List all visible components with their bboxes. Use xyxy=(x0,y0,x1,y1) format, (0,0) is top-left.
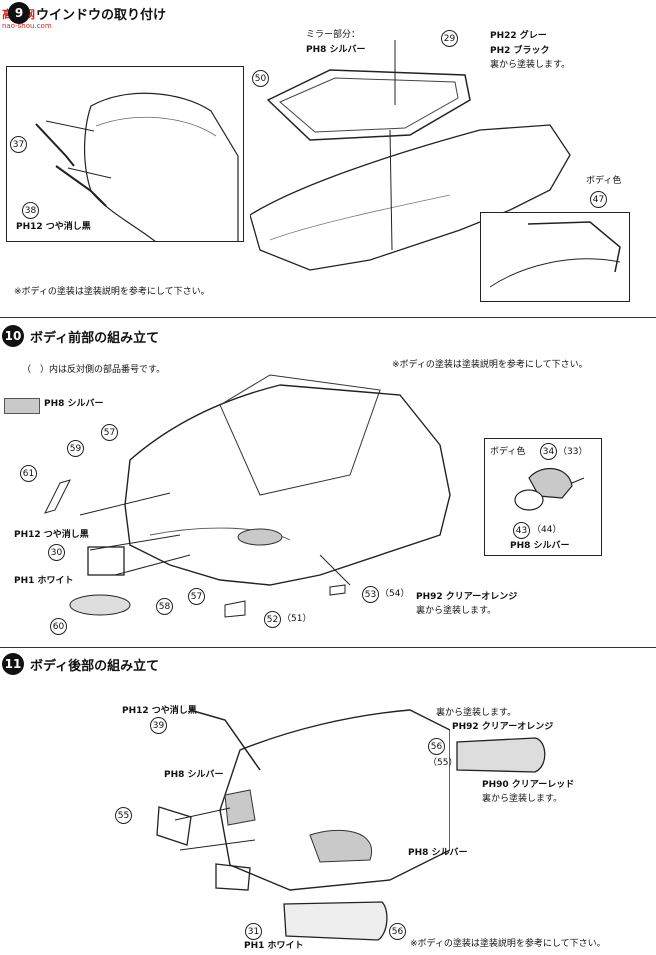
spoiler-drawing xyxy=(489,221,621,288)
part-57b: 57 xyxy=(188,588,205,605)
hood-drawing xyxy=(35,92,239,242)
part-61: 61 xyxy=(20,465,37,482)
step-11-header: 11 ボディ後部の組み立て xyxy=(2,653,159,675)
part-56b-drawing xyxy=(283,901,388,941)
part-47-paint: ボディ色 xyxy=(586,176,622,186)
step-9-header: 9 ウインドウの取り付け xyxy=(8,2,166,24)
part-58: 58 xyxy=(156,598,173,615)
part-59: 59 xyxy=(67,440,84,457)
part-56: 56 xyxy=(428,738,445,755)
rear-car-drawing xyxy=(174,709,450,891)
silver-swatch xyxy=(4,398,40,414)
part-50: 50 xyxy=(252,70,269,87)
part-53: 53 xyxy=(362,586,379,603)
part-30-paint-2: PH1 ホワイト xyxy=(14,576,74,586)
part-44: （44） xyxy=(532,525,562,535)
mirror-paint: PH8 シルバー xyxy=(510,541,570,551)
part-55-drawing xyxy=(156,806,192,846)
step-number: 9 xyxy=(8,2,30,24)
step11-note: ※ボディの塗装は塗装説明を参考にして下さい。 xyxy=(410,939,606,949)
part-38-paint: PH12 つや消し黒 xyxy=(16,222,91,232)
part-53-note: 裏から塗装します。 xyxy=(416,606,497,616)
watermark-url: nao-shou.com xyxy=(2,22,52,30)
part-56b: 56 xyxy=(389,923,406,940)
part-29: 29 xyxy=(441,30,458,47)
part-37: 37 xyxy=(10,136,27,153)
front-car-drawing xyxy=(44,374,451,618)
detail-box-spoiler xyxy=(480,212,630,302)
step-10-header: 10 ボディ前部の組み立て xyxy=(2,325,159,347)
step-number: 10 xyxy=(2,325,24,347)
divider xyxy=(0,647,656,648)
step10-note: ※ボディの塗装は塗装説明を参考にして下さい。 xyxy=(392,360,588,370)
mirror-paint-label: PH8 シルバー xyxy=(306,45,366,55)
silver-label-2: PH8 シルバー xyxy=(408,848,468,858)
part-31-paint: PH1 ホワイト xyxy=(244,941,304,951)
part-56-note-2: 裏から塗装します。 xyxy=(482,794,563,804)
silver-label-1: PH8 シルバー xyxy=(164,770,224,780)
step9-note: ※ボディの塗装は塗装説明を参考にして下さい。 xyxy=(14,287,210,297)
part-29-paint: PH22 グレー xyxy=(490,31,547,41)
part-54: （54） xyxy=(380,589,410,599)
part-56-note-1: 裏から塗装します。 xyxy=(436,708,517,718)
part-31-drawing xyxy=(215,863,251,891)
part-39: 39 xyxy=(150,717,167,734)
divider xyxy=(0,317,656,318)
step-title: ウインドウの取り付け xyxy=(36,7,167,23)
mirror-drawing xyxy=(514,467,585,511)
part-57: 57 xyxy=(101,424,118,441)
part-31: 31 xyxy=(245,923,262,940)
part-55: 55 xyxy=(115,807,132,824)
part-50-note: 裏から塗装します。 xyxy=(490,60,571,70)
step-title: ボディ前部の組み立て xyxy=(30,330,160,346)
detail-box-hood xyxy=(6,66,244,242)
part-39-paint: PH12 つや消し黒 xyxy=(122,706,197,716)
part-30: 30 xyxy=(48,544,65,561)
part-53-paint: PH92 クリアーオレンジ xyxy=(416,592,518,602)
part-43: 43 xyxy=(513,522,530,539)
part-52: 52 xyxy=(264,611,281,628)
paren-note: （ ）内は反対側の部品番号です。 xyxy=(22,365,166,375)
part-56-drawing xyxy=(456,737,546,773)
part-60: 60 xyxy=(50,618,67,635)
part-56-paint-1: PH92 クリアーオレンジ xyxy=(452,722,554,732)
part-56-paint-2: PH90 クリアーレッド xyxy=(482,780,575,790)
swatch-label: PH8 シルバー xyxy=(44,399,104,409)
part-30-paint-1: PH12 つや消し黒 xyxy=(14,530,89,540)
step-title: ボディ後部の組み立て xyxy=(30,658,160,674)
part-33: （33） xyxy=(558,447,588,457)
part-34: 34 xyxy=(540,443,557,460)
part-47: 47 xyxy=(590,191,607,208)
part-38: 38 xyxy=(22,202,39,219)
part-55b: （55） xyxy=(428,758,458,768)
mirror-color: ボディ色 xyxy=(490,447,526,457)
part-51: （51） xyxy=(282,614,312,624)
step-number: 11 xyxy=(2,653,24,675)
part-50-paint: PH2 ブラック xyxy=(490,46,550,56)
mirror-part-label: ミラー部分： xyxy=(306,30,361,40)
